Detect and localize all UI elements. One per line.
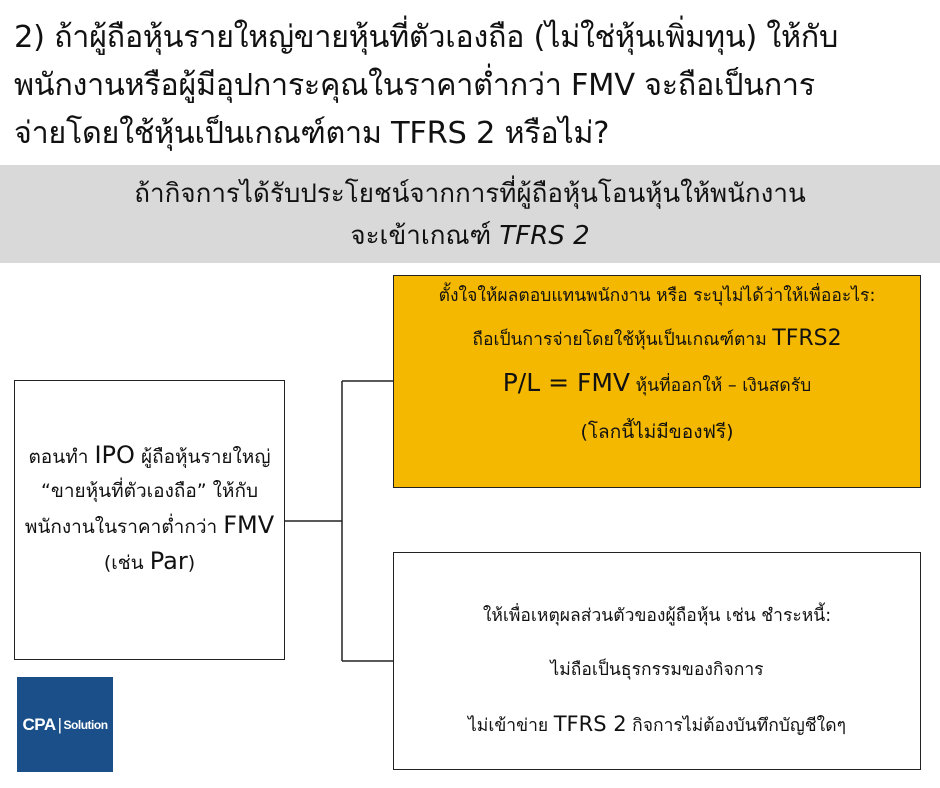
compensation-note: (โลกนี้ไม่มีของฟรี): [580, 421, 734, 443]
compensation-condition: ตั้งใจให้ผลตอบแทนพนักงาน หรือ ระบุไม่ได้…: [438, 286, 876, 306]
banner-line-2-prefix: จะเข้าเกณฑ์: [350, 221, 500, 251]
banner-line-2-standard: TFRS 2: [499, 221, 590, 251]
compensation-treatment-text: ถือเป็นการจ่ายโดยใช้หุ้นเป็นเกณฑ์ตาม: [472, 330, 773, 350]
scenario-line-4-a: (เช่น: [103, 552, 150, 574]
scenario-par: Par: [149, 547, 188, 575]
scenario-line-3-a: พนักงานในราคาต่ำกว่า: [24, 516, 224, 538]
personal-conclusion: ไม่เข้าข่าย TFRS 2 กิจการไม่ต้องบันทึกบั…: [394, 697, 920, 753]
scenario-box: ตอนทำ IPO ผู้ถือหุ้นรายใหญ่ “ขายหุ้นที่ต…: [14, 380, 285, 660]
compensation-formula: P/L = FMV หุ้นที่ออกให้ – เงินสดรับ: [394, 361, 920, 408]
personal-conclusion-b: กิจการไม่ต้องบันทึกบัญชีใดๆ: [626, 716, 846, 736]
logo-separator: |: [57, 714, 62, 734]
formula-pl: P/L = FMV: [502, 368, 631, 397]
question-line-2: พนักงานหรือผู้มีอุปการะคุณในราคาต่ำกว่า …: [14, 68, 815, 103]
scenario-line-4-b: ): [187, 552, 196, 574]
personal-conclusion-a: ไม่เข้าข่าย: [468, 716, 554, 736]
scenario-line-2: “ขายหุ้นที่ตัวเองถือ” ให้กับ: [40, 480, 259, 502]
formula-rest: หุ้นที่ออกให้ – เงินสดรับ: [630, 376, 812, 396]
scenario-fmv: FMV: [223, 511, 275, 539]
banner-line-2: จะเข้าเกณฑ์ TFRS 2: [0, 215, 940, 257]
logo-suffix: Solution: [63, 717, 109, 732]
compensation-outcome-box: ตั้งใจให้ผลตอบแทนพนักงาน หรือ ระบุไม่ได้…: [393, 275, 921, 488]
personal-treatment: ไม่ถือเป็นธุรกรรมของกิจการ: [550, 660, 764, 680]
scenario-line-3: พนักงานในราคาต่ำกว่า FMV: [15, 508, 284, 544]
answer-banner: ถ้ากิจการได้รับประโยชน์จากการที่ผู้ถือหุ…: [0, 165, 940, 263]
scenario-line-1-b: ผู้ถือหุ้นรายใหญ่: [134, 446, 271, 468]
logo-brand: CPA: [22, 714, 56, 734]
question-line-3: จ่ายโดยใช้หุ้นเป็นเกณฑ์ตาม TFRS 2 หรือไม…: [14, 116, 610, 151]
scenario-line-4: (เช่น Par): [15, 544, 284, 580]
banner-line-1: ถ้ากิจการได้รับประโยชน์จากการที่ผู้ถือหุ…: [134, 179, 806, 209]
scenario-line-1: ตอนทำ IPO ผู้ถือหุ้นรายใหญ่: [15, 438, 284, 474]
compensation-standard: TFRS2: [772, 326, 842, 351]
compensation-treatment: ถือเป็นการจ่ายโดยใช้หุ้นเป็นเกณฑ์ตาม TFR…: [394, 320, 920, 359]
scenario-line-1-a: ตอนทำ: [28, 446, 95, 468]
personal-reason-outcome-box: ให้เพื่อเหตุผลส่วนตัวของผู้ถือหุ้น เช่น …: [393, 552, 921, 770]
question-line-1: 2) ถ้าผู้ถือหุ้นรายใหญ่ขายหุ้นที่ตัวเองถ…: [14, 20, 839, 55]
scenario-ipo: IPO: [94, 441, 135, 469]
cpa-solution-logo: CPA|Solution: [17, 677, 113, 772]
question-title: 2) ถ้าผู้ถือหุ้นรายใหญ่ขายหุ้นที่ตัวเองถ…: [14, 14, 934, 158]
personal-condition: ให้เพื่อเหตุผลส่วนตัวของผู้ถือหุ้น เช่น …: [482, 606, 832, 626]
personal-standard: TFRS 2: [553, 712, 627, 736]
